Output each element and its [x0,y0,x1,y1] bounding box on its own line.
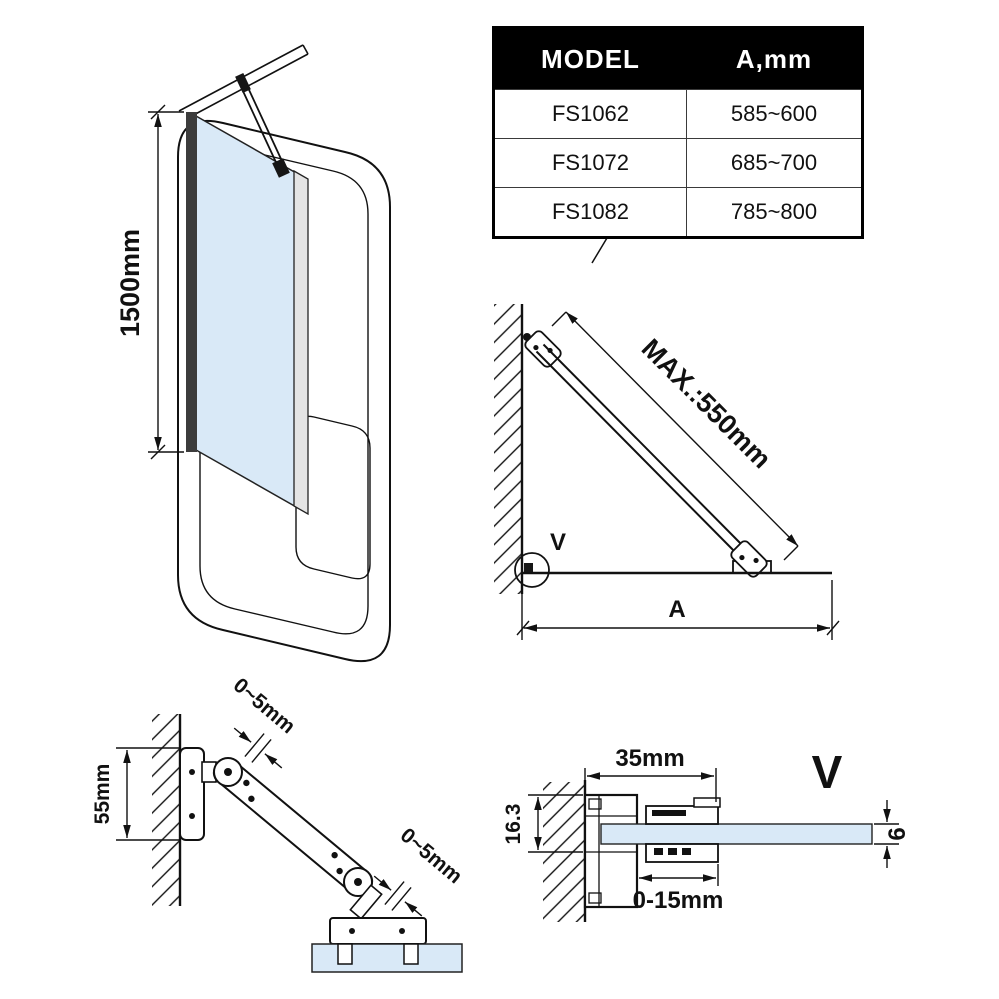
gap-arrow [373,875,392,891]
gap-line [251,738,272,763]
clamp-tab [337,943,353,965]
table-header-a: A,mm [735,43,813,74]
gap-line [391,886,412,911]
model-cell: FS1062 [495,90,687,138]
detail-title: V [812,746,843,798]
detail-circle [514,552,550,588]
clamp-tab [403,943,419,965]
glass-thickness-dimension: 6 [874,800,911,868]
folding-arm-line [542,343,751,554]
folding-arm-line [535,350,744,561]
glass-clamp-shoe [329,917,427,945]
detail-marker-label: V [550,529,566,556]
profile-section-mini [524,563,533,572]
wall-hatch [152,714,180,906]
wall-hatch [494,304,522,594]
hinge-detail-drawing: 55mm 0~5mm [91,674,467,973]
dimension-tick [826,620,840,636]
wall-profile-section [583,793,639,909]
gap-arrow [233,727,252,743]
screw-dot [243,779,250,787]
glass-thickness-label: 6 [884,827,911,840]
dimension-line [565,311,799,547]
screw-dot [336,867,343,875]
clamp-tab [693,797,721,808]
dimension-tick [783,545,799,561]
offset-dimension-label: 16.3 [502,804,525,845]
gap-line [384,881,405,906]
screw-dot [248,795,255,803]
a-dimension: A [516,580,840,640]
support-arm-glass-cap [272,158,290,178]
a-value-cell: 585~600 [730,101,818,126]
table-header-model: MODEL [495,29,687,89]
glass-panel-edge [311,943,463,973]
screw-dot [331,851,338,859]
adjustment-dimension: 0-15mm [633,864,724,914]
offset-dimension: 16.3 [502,794,583,853]
model-cell: FS1072 [495,139,687,187]
bracket-dimension-label: 55mm [91,764,114,825]
screw-dot [753,557,759,564]
support-arm-line [239,84,280,168]
height-dimension-label: 1500mm [115,229,145,337]
profile-detail-block [588,798,602,810]
clamp-gasket [652,810,686,816]
adjustment-label: 0-15mm [633,887,724,914]
lower-pivot-pin [354,878,362,886]
screw-dot [349,928,355,934]
screw-dot [399,928,405,934]
profile-width-dimension: 35mm [584,745,717,802]
clamp-screw [668,848,677,855]
bracket-plate [730,540,768,578]
screw-dot [533,344,539,351]
screw-dot [189,813,195,819]
gap-arrow [404,901,423,917]
model-table-header: MODEL A,mm [495,29,861,89]
section-detail-drawing: V 35mm 16.3 [502,745,911,922]
lower-gap-dimension: 0~5mm [373,824,467,917]
dimension-tick [516,620,530,636]
glass-panel-section [600,823,873,845]
screw-dot [739,554,745,561]
wall-edge-line [302,44,309,55]
model-table: MODEL A,mm FS1062 585~600 FS1072 685~700… [492,26,864,239]
upper-gap-label: 0~5mm [229,674,300,739]
support-arm-line [244,82,285,166]
table-row: FS1072 685~700 [495,138,861,187]
height-dimension: 1500mm [115,104,184,460]
gap-line [244,733,265,758]
upper-pivot-pin [224,768,232,776]
dimension-tick [150,444,166,460]
side-view-drawing: V MAX.:550mm A [494,304,840,640]
profile-width-label: 35mm [615,745,684,772]
clamp-screw [654,848,663,855]
bracket-plate [524,330,562,368]
model-cell: FS1082 [495,188,687,236]
a-value-cell: 785~800 [730,199,818,224]
a-value-cell: 685~700 [730,150,818,175]
pivot-connector [349,884,383,920]
profile-detail-block [588,892,602,904]
wall-bracket-plate [179,747,205,841]
table-row: FS1082 785~800 [495,187,861,236]
support-arm-wall-cap [235,72,251,94]
gap-arrow [264,753,283,769]
lower-arm-bracket [730,540,768,578]
upper-gap-dimension: 0~5mm [229,674,300,769]
front-view-drawing: 1500mm [115,44,391,663]
lower-gap-label: 0~5mm [396,824,467,889]
dimension-tick [551,311,567,327]
dimension-tick [150,104,166,120]
screw-dot [189,769,195,775]
glass-edge-profile [293,169,309,516]
bathtub-outer-rim [177,119,391,663]
max-dimension: MAX.:550mm [551,311,799,561]
clamp-screw [682,848,691,855]
table-row: FS1062 585~600 [495,89,861,138]
a-dimension-label: A [668,596,685,623]
wall-mount-profile [186,112,197,452]
